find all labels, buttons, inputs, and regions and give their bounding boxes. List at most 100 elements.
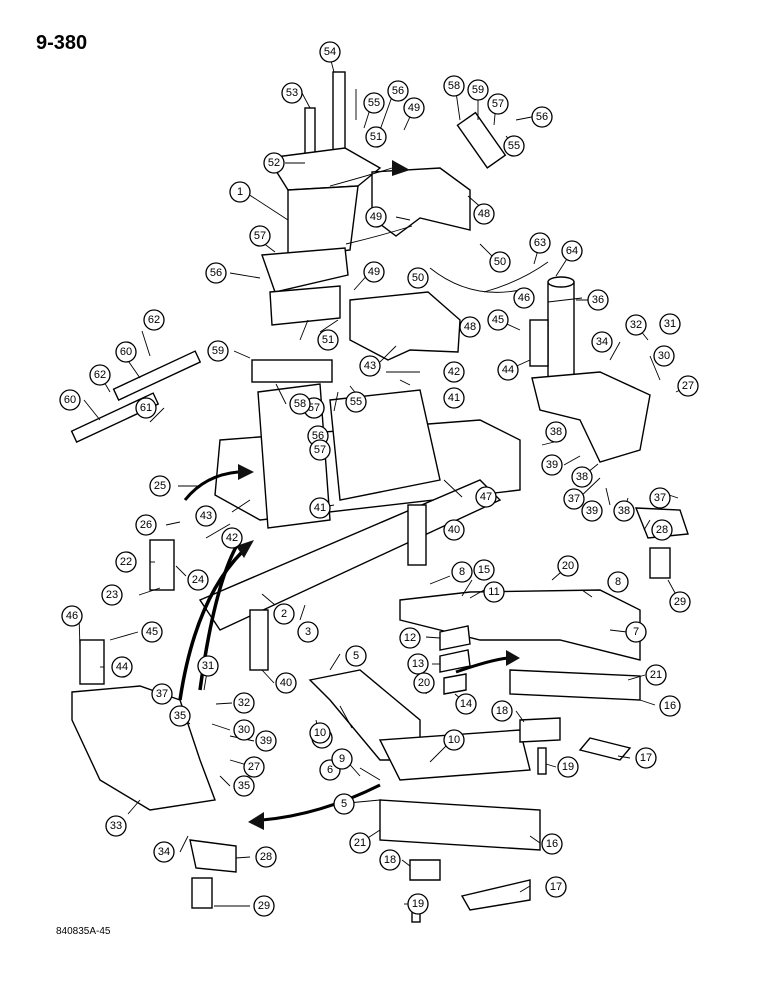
callout-circle xyxy=(255,730,277,752)
callout-circle xyxy=(359,355,381,377)
callout-22: 22 xyxy=(115,551,137,573)
callout-17: 17 xyxy=(635,747,657,769)
callout-number: 18 xyxy=(496,705,508,717)
part-outlines xyxy=(70,71,689,923)
callout-number: 50 xyxy=(494,256,506,268)
callout-number: 28 xyxy=(656,524,668,536)
callout-number: 60 xyxy=(120,346,132,358)
callout-20: 20 xyxy=(413,672,435,694)
callout-34: 34 xyxy=(153,841,175,863)
callout-number: 39 xyxy=(586,505,598,517)
plate-16-upper xyxy=(509,669,641,701)
callout-21: 21 xyxy=(645,664,667,686)
callout-28: 28 xyxy=(651,519,673,541)
callout-number: 11 xyxy=(488,586,499,598)
page-number: 9-380 xyxy=(36,32,88,54)
callout-circle xyxy=(587,289,609,311)
pivot-post-36 xyxy=(547,281,575,381)
callout-56: 56 xyxy=(531,106,553,128)
callout-number: 56 xyxy=(392,85,404,97)
callout-number: 25 xyxy=(154,480,166,492)
callout-53: 53 xyxy=(281,82,303,104)
callout-number: 31 xyxy=(202,660,214,672)
callout-62: 62 xyxy=(143,309,165,331)
callout-number: 42 xyxy=(226,532,238,544)
callout-circle xyxy=(677,375,699,397)
callout-number: 55 xyxy=(368,97,380,109)
callout-circle xyxy=(635,747,657,769)
callout-circle xyxy=(273,603,295,625)
callout-circle xyxy=(289,393,311,415)
callout-circle xyxy=(451,561,473,583)
callout-50: 50 xyxy=(489,251,511,273)
arm-7 xyxy=(399,589,641,661)
callout-number: 22 xyxy=(120,556,132,568)
callout-circle xyxy=(387,80,409,102)
callout-number: 20 xyxy=(562,560,574,572)
mast-bracket-1 xyxy=(287,185,359,259)
callout-circle xyxy=(195,505,217,527)
pin-40-left xyxy=(249,609,269,671)
callout-circle xyxy=(443,75,465,97)
mast-lower-plate xyxy=(261,247,349,293)
callout-46: 46 xyxy=(61,605,83,627)
callout-circle xyxy=(205,262,227,284)
link-18-upper xyxy=(519,717,561,743)
callout-62: 62 xyxy=(89,364,111,386)
callout-49: 49 xyxy=(365,206,387,228)
callout-32: 32 xyxy=(233,692,255,714)
callout-18: 18 xyxy=(379,849,401,871)
callout-26: 26 xyxy=(135,514,157,536)
callout-number: 36 xyxy=(592,294,604,306)
callout-number: 39 xyxy=(546,459,558,471)
callout-circle xyxy=(331,748,353,770)
callout-circle xyxy=(403,97,425,119)
callout-32: 32 xyxy=(625,314,647,336)
callout-59: 59 xyxy=(207,340,229,362)
callout-11: 11 xyxy=(483,581,505,603)
callout-58: 58 xyxy=(443,75,465,97)
plate-28-left xyxy=(189,839,237,873)
callout-19: 19 xyxy=(407,893,429,915)
callout-circle xyxy=(319,41,341,63)
callout-circle xyxy=(317,329,339,351)
callout-circle xyxy=(255,846,277,868)
callout-circle xyxy=(365,126,387,148)
callout-number: 5 xyxy=(353,650,359,662)
callout-circle xyxy=(529,232,551,254)
callout-35: 35 xyxy=(233,775,255,797)
callout-circle xyxy=(607,571,629,593)
callout-number: 37 xyxy=(654,492,666,504)
callout-56: 56 xyxy=(387,80,409,102)
callout-number: 6 xyxy=(327,764,333,776)
callout-58: 58 xyxy=(289,393,311,415)
callout-44: 44 xyxy=(497,359,519,381)
callout-57: 57 xyxy=(487,93,509,115)
callout-49: 49 xyxy=(403,97,425,119)
callout-number: 35 xyxy=(238,780,250,792)
callout-circle xyxy=(487,93,509,115)
callout-43: 43 xyxy=(195,505,217,527)
arrow-25-head xyxy=(238,464,254,480)
callout-circle xyxy=(379,849,401,871)
callout-circle xyxy=(197,655,219,677)
callout-16: 16 xyxy=(541,833,563,855)
bushing-22 xyxy=(149,539,175,591)
callout-51: 51 xyxy=(317,329,339,351)
callout-29: 29 xyxy=(669,591,691,613)
support-48-lower xyxy=(349,291,461,361)
callout-circle xyxy=(89,364,111,386)
callout-circle xyxy=(135,514,157,536)
callout-number: 48 xyxy=(464,321,476,333)
callout-circle xyxy=(221,527,243,549)
callout-39: 39 xyxy=(541,454,563,476)
callout-number: 38 xyxy=(618,505,630,517)
callout-number: 3 xyxy=(305,626,311,638)
callout-circle xyxy=(345,645,367,667)
callout-38: 38 xyxy=(545,421,567,443)
callout-circle xyxy=(281,82,303,104)
callout-circle xyxy=(263,152,285,174)
arrow-14-head xyxy=(506,650,520,666)
